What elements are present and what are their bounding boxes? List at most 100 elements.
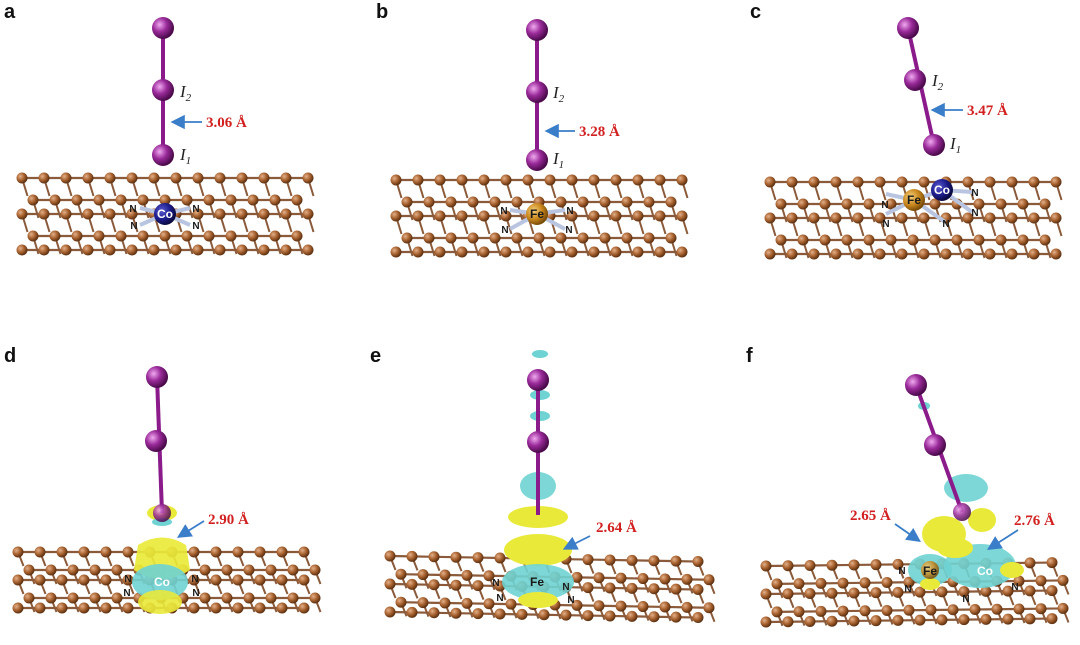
active-site-a: Co N N N N (129, 203, 200, 232)
carbon-atom (126, 208, 138, 220)
carbon-atom (298, 602, 310, 614)
carbon-atom (841, 234, 853, 246)
carbon-atom (991, 603, 1003, 615)
iodine-atom-i2 (526, 81, 548, 103)
label-i1: I1 (552, 149, 564, 171)
carbon-atom (859, 577, 871, 589)
carbon-atom (16, 208, 28, 220)
carbon-atom (837, 577, 849, 589)
carbon-atom (621, 232, 633, 244)
carbon-atom (126, 172, 138, 184)
carbon-atom (903, 604, 915, 616)
carbon-atom (555, 196, 567, 208)
carbon-atom (870, 615, 882, 627)
carbon-atom (302, 208, 314, 220)
active-site-e: Fe N N N N (492, 575, 574, 606)
carbon-atom (676, 174, 688, 186)
charge-accumulation-lobe (508, 506, 568, 528)
carbon-atom (703, 602, 715, 614)
carbon-atom (472, 580, 484, 592)
carbon-atom (599, 196, 611, 208)
carbon-atom (1050, 248, 1062, 260)
carbon-atom (848, 587, 860, 599)
carbon-atom (1006, 212, 1018, 224)
carbon-atom (60, 244, 72, 256)
carbon-atom (456, 174, 468, 186)
carbon-atom (100, 602, 112, 614)
carbon-atom (892, 586, 904, 598)
nitrogen-label: N (124, 574, 131, 585)
carbon-atom (1046, 585, 1058, 597)
carbon-atom (56, 602, 68, 614)
carbon-atom (588, 174, 600, 186)
carbon-atom (1013, 575, 1025, 587)
carbon-atom (494, 608, 506, 620)
carbon-atom (115, 194, 127, 206)
carbon-atom (111, 564, 123, 576)
carbon-atom (298, 574, 310, 586)
carbon-atom (269, 194, 281, 206)
carbon-atom (659, 573, 671, 585)
carbon-atom (159, 230, 171, 242)
carbon-atom (489, 232, 501, 244)
carbon-atom (291, 230, 303, 242)
carbon-atom (472, 552, 484, 564)
carbon-atom (265, 592, 277, 604)
carbon-atom (1002, 613, 1014, 625)
iron-atom (526, 203, 548, 225)
carbon-atom (936, 586, 948, 598)
cobalt-label: Co (154, 575, 170, 589)
carbon-atom (940, 248, 952, 260)
nitrogen-label: N (496, 593, 503, 604)
nitrogen-label: N (942, 219, 949, 230)
carbon-atom (984, 212, 996, 224)
nitrogen-label: N (904, 584, 911, 595)
carbon-atom (892, 558, 904, 570)
carbon-atom (643, 232, 655, 244)
carbon-atom (604, 554, 616, 566)
carbon-atom (395, 568, 407, 580)
nitrogen-label: N (962, 594, 969, 605)
carbon-atom (280, 208, 292, 220)
carbon-atom (1050, 212, 1062, 224)
carbon-atom (804, 615, 816, 627)
carbon-atom (89, 592, 101, 604)
carbon-atom (533, 232, 545, 244)
carbon-atom (782, 560, 794, 572)
carbon-atom (632, 210, 644, 222)
carbon-atom (236, 172, 248, 184)
carbon-atom (390, 246, 402, 258)
carbon-atom (929, 198, 941, 210)
carbon-atom (104, 244, 116, 256)
carbon-atom (276, 574, 288, 586)
charge-accumulation-lobe (504, 534, 572, 566)
carbon-atom (225, 194, 237, 206)
carbon-atom (450, 579, 462, 591)
carbon-atom (1002, 585, 1014, 597)
carbon-atom (93, 194, 105, 206)
charge-accumulation-lobe (937, 538, 973, 558)
carbon-atom (500, 174, 512, 186)
carbon-atom (819, 198, 831, 210)
carbon-atom (771, 578, 783, 590)
graphene-sheet-b (390, 174, 689, 258)
carbon-atom (210, 546, 222, 558)
panel-label-d: d (4, 345, 16, 367)
charge-accumulation-lobe (968, 508, 996, 532)
carbon-atom (665, 196, 677, 208)
carbon-atom (793, 578, 805, 590)
nitrogen-label: N (567, 595, 574, 606)
iodine-atom-bottom (953, 503, 971, 521)
nitrogen-label: N (898, 566, 905, 577)
carbon-atom (428, 551, 440, 563)
active-site-f: Fe Co N N N N (898, 561, 1019, 605)
carbon-atom (243, 564, 255, 576)
cobalt-label: Co (977, 564, 993, 578)
carbon-atom (236, 244, 248, 256)
carbon-atom (23, 564, 35, 576)
carbon-atom (384, 578, 396, 590)
carbon-atom (786, 212, 798, 224)
carbon-atom (782, 616, 794, 628)
distance-arrow-f-right (986, 529, 1019, 550)
carbon-atom (775, 234, 787, 246)
